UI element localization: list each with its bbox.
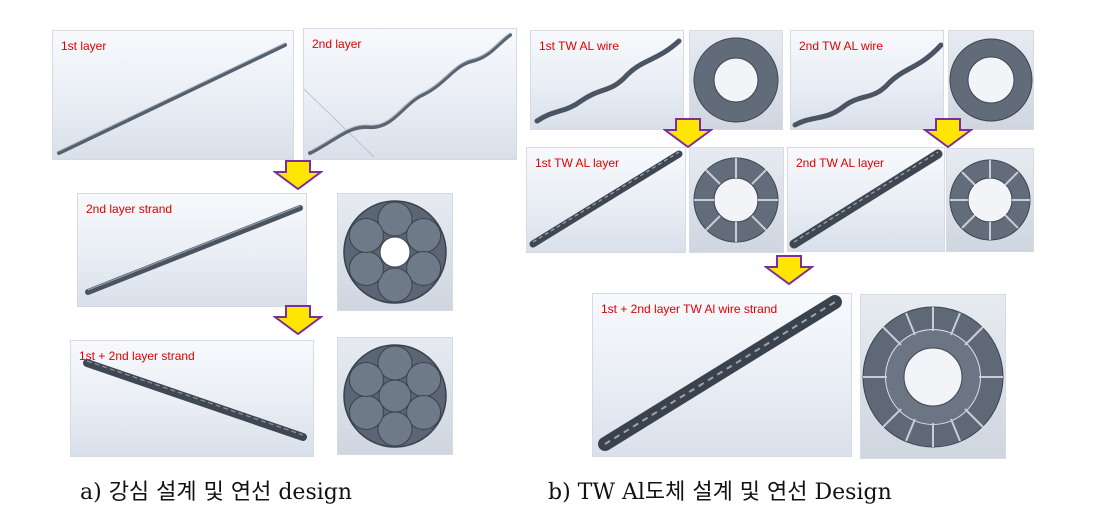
- tw-al-wire-1-image: [534, 38, 682, 124]
- tw-al-layer-1-image: [529, 150, 683, 248]
- panel-2nd-tw-al-wire: 2nd TW AL wire: [790, 30, 944, 130]
- down-arrow-5: [764, 255, 814, 285]
- strand-2nd-layer-image: [85, 205, 303, 295]
- panel-1st-tw-al-wire-ring: [689, 30, 783, 130]
- label-1st-tw-al-layer: 1st TW AL layer: [535, 156, 620, 170]
- caption-b: b) TW Al도체 설계 및 연선 Design: [548, 480, 892, 505]
- label-2nd-layer-strand: 2nd layer strand: [86, 202, 173, 216]
- panel-1st-tw-al-layer-ring: [689, 147, 784, 253]
- tw-al-wire-strand-image: [598, 295, 842, 451]
- cross-section-7-wire-image: [343, 200, 447, 304]
- panel-2nd-layer: 2nd layer: [303, 28, 517, 160]
- down-arrow-1: [273, 160, 323, 190]
- tw-al-wire-2-image: [792, 42, 943, 128]
- down-arrow-3: [663, 118, 713, 148]
- tw-strand-cross-section-image: [862, 306, 1004, 448]
- panel-tw-al-wire-strand: 1st + 2nd layer TW Al wire strand: [592, 293, 852, 457]
- steel-wire-1st-layer-image: [57, 42, 287, 155]
- tw-ring-2-image: [949, 38, 1033, 122]
- panel-2nd-tw-al-layer: 2nd TW AL layer: [787, 147, 945, 252]
- label-2nd-tw-al-wire: 2nd TW AL wire: [799, 39, 884, 53]
- label-1st-layer: 1st layer: [61, 39, 107, 53]
- panel-2nd-tw-al-wire-ring: [948, 30, 1034, 130]
- panel-1st-layer: 1st layer: [52, 30, 294, 160]
- panel-2nd-layer-strand-cross-section: [337, 193, 453, 311]
- down-arrow-2: [273, 305, 323, 335]
- tw-layer-ring-2-image: [949, 159, 1031, 241]
- panel-1st-tw-al-layer: 1st TW AL layer: [526, 147, 686, 253]
- caption-a: a) 강심 설계 및 연선 design: [80, 480, 353, 505]
- label-2nd-layer: 2nd layer: [312, 37, 362, 51]
- panel-1st-2nd-layer-strand: 1st + 2nd layer strand: [70, 340, 314, 457]
- strand-1st-2nd-layer-image: [83, 359, 307, 441]
- panel-2nd-tw-al-layer-ring: [946, 148, 1034, 252]
- cross-section-full-7-wire-image: [343, 344, 447, 448]
- tw-al-layer-2-image: [789, 149, 943, 249]
- down-arrow-4: [923, 118, 973, 148]
- tw-ring-1-image: [693, 37, 779, 123]
- steel-wire-2nd-layer-image: [304, 32, 512, 158]
- tw-layer-ring-1-image: [693, 157, 779, 243]
- label-2nd-tw-al-layer: 2nd TW AL layer: [796, 156, 885, 170]
- label-1st-tw-al-wire: 1st TW AL wire: [539, 39, 620, 53]
- label-1st-2nd-layer-strand: 1st + 2nd layer strand: [79, 349, 195, 363]
- label-tw-al-wire-strand: 1st + 2nd layer TW Al wire strand: [601, 302, 778, 316]
- panel-1st-2nd-layer-cross-section: [337, 337, 453, 455]
- panel-2nd-layer-strand: 2nd layer strand: [77, 193, 307, 307]
- panel-1st-tw-al-wire: 1st TW AL wire: [530, 30, 684, 130]
- panel-tw-al-wire-strand-cross-section: [860, 294, 1006, 459]
